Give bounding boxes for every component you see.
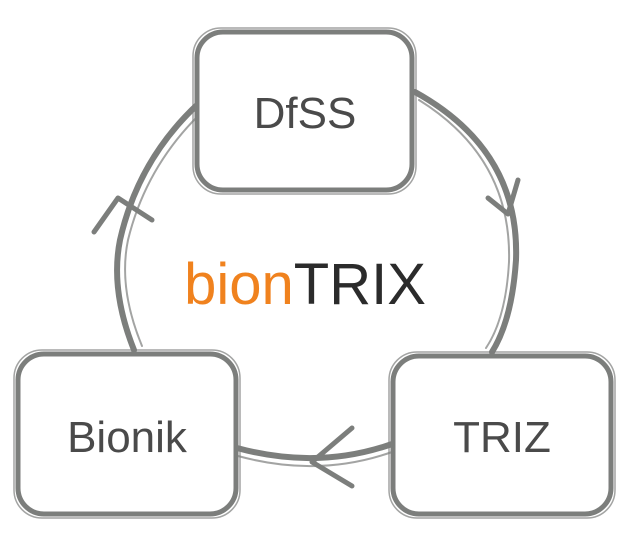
arc-bionik-to-dfss xyxy=(114,101,203,353)
wordmark-trix: TRIX xyxy=(294,252,426,317)
arrow-left-icon xyxy=(309,425,355,489)
node-triz-label: TRIZ xyxy=(453,413,551,462)
node-dfss-label: DfSS xyxy=(254,89,357,138)
node-triz: TRIZ xyxy=(388,351,616,519)
node-bionik-label: Bionik xyxy=(67,413,188,462)
node-dfss: DfSS xyxy=(192,27,417,195)
node-bionik: Bionik xyxy=(13,349,241,519)
wordmark-bion: bion xyxy=(184,252,294,317)
cycle-arrowheads xyxy=(91,177,521,489)
arrow-down-right-icon xyxy=(485,177,521,217)
arc-dfss-to-triz xyxy=(412,89,520,355)
biontrix-wordmark: bionTRIX xyxy=(184,252,426,317)
arrow-up-icon xyxy=(91,195,155,235)
